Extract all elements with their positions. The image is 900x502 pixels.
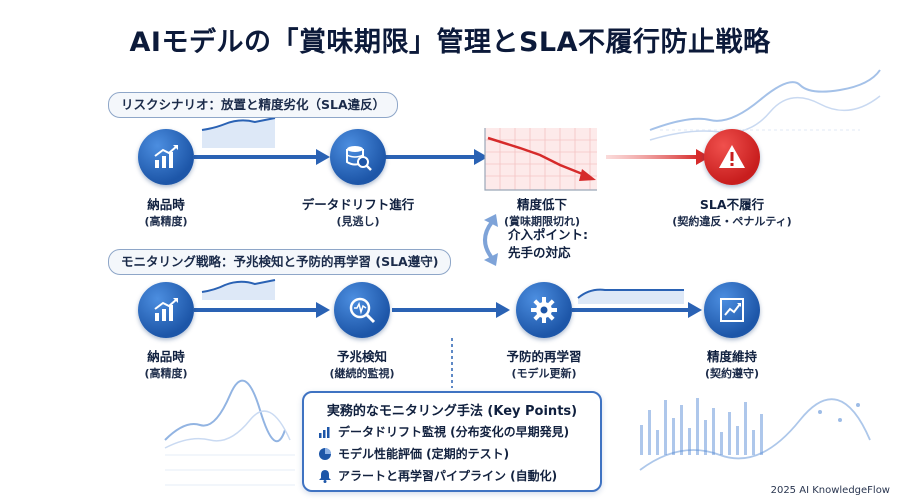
growth-chart-icon [154,298,178,321]
key-points-title: 実務的なモニタリング手法 (Key Points) [326,404,578,419]
monitor-step-4-sub: (契約遵守) [704,367,760,380]
page-title: AIモデルの「賞味期限」管理とSLA不履行防止戦略 [129,27,771,58]
intervention-line-2: 先手の対応 [508,245,571,260]
key-point-1-text: データドリフト監視 (分布変化の早期発見) [338,425,570,439]
intervention-line-1: 介入ポイント: [508,227,588,242]
monitor-node-detect [334,282,390,338]
risk-caption-3: 精度低下 (賞味期限切れ) [482,196,602,230]
risk-step-2-title: データドリフト進行 [301,197,415,212]
risk-step-1-sub: (高精度) [144,215,188,228]
database-search-icon [346,146,372,171]
monitor-caption-4: 精度維持 (契約遵守) [672,348,792,382]
risk-arrow-3 [606,149,710,165]
risk-node-delivery [138,129,194,185]
monitor-step-4-title: 精度維持 [706,349,757,364]
intervention-label: 介入ポイント: 先手の対応 [508,226,588,262]
bell-icon [319,469,331,483]
risk-section-label: リスクシナリオ：放置と精度劣化（SLA違反） [108,92,399,118]
monitor-step-1-sub: (高精度) [144,367,188,380]
risk-arrow-1 [194,149,330,165]
monitor-step-2-title: 予兆検知 [336,349,387,364]
risk-node-drift [330,129,386,185]
declining-chart-panel [484,128,597,191]
risk-step-3-sub: (賞味期限切れ) [503,215,581,228]
decor-wave-top-right [649,69,881,141]
monitor-rising-graph [201,279,276,300]
risk-node-sla [704,129,760,185]
monitor-caption-1: 納品時 (高精度) [106,348,226,382]
footer-credit: 2025 AI KnowledgeFlow [770,485,890,496]
risk-caption-1: 納品時 (高精度) [106,196,226,230]
risk-caption-4: SLA不履行 (契約違反・ペナルティ) [652,196,812,230]
monitor-node-retrain [516,282,572,338]
pie-chart-icon [319,447,331,460]
decor-bars-bottom-right [640,398,763,455]
monitoring-section-label: モニタリング戦略：予兆検知と予防的再学習 (SLA遵守) [108,249,452,275]
warning-icon [719,145,745,168]
monitor-step-1-title: 納品時 [147,349,185,364]
risk-step-4-sub: (契約違反・ペナルティ) [672,215,792,228]
monitor-step-3-sub: (モデル更新) [511,367,577,380]
monitor-node-maintain [704,282,760,338]
monitor-arrow-3 [572,302,702,318]
monitor-node-delivery [138,282,194,338]
key-point-2: モデル性能評価 (定期的テスト) [318,445,509,462]
intervention-arrow [483,214,498,266]
risk-step-4-title: SLA不履行 [699,197,765,212]
risk-arrow-2 [382,149,488,165]
monitor-step-2-sub: (継続的監視) [329,367,395,380]
risk-step-1-title: 納品時 [147,197,185,212]
bar-chart-icon [319,426,330,438]
key-point-2-text: モデル性能評価 (定期的テスト) [338,447,510,461]
monitor-arrow-2 [392,302,510,318]
trend-up-icon [720,298,744,322]
magnifier-pulse-icon [349,297,376,324]
key-points-box: 実務的なモニタリング手法 (Key Points) データドリフト監視 (分布変… [302,391,602,492]
monitor-arrow-1 [194,302,330,318]
monitor-stable-graph [577,288,684,304]
growth-chart-icon [154,145,178,168]
monitor-caption-3: 予防的再学習 (モデル更新) [484,348,604,382]
risk-caption-2: データドリフト進行 (見逃し) [288,196,428,230]
monitor-step-3-title: 予防的再学習 [506,349,582,364]
risk-rising-graph [201,117,276,148]
risk-step-2-sub: (見逃し) [336,215,380,228]
key-point-3: アラートと再学習パイプライン (自動化) [318,467,557,484]
key-point-3-text: アラートと再学習パイプライン (自動化) [338,469,558,483]
gear-icon [531,297,557,323]
key-point-1: データドリフト監視 (分布変化の早期発見) [318,423,569,440]
monitor-caption-2: 予兆検知 (継続的監視) [302,348,422,382]
decor-wave-bottom-left [164,379,295,486]
risk-step-3-title: 精度低下 [516,197,567,212]
